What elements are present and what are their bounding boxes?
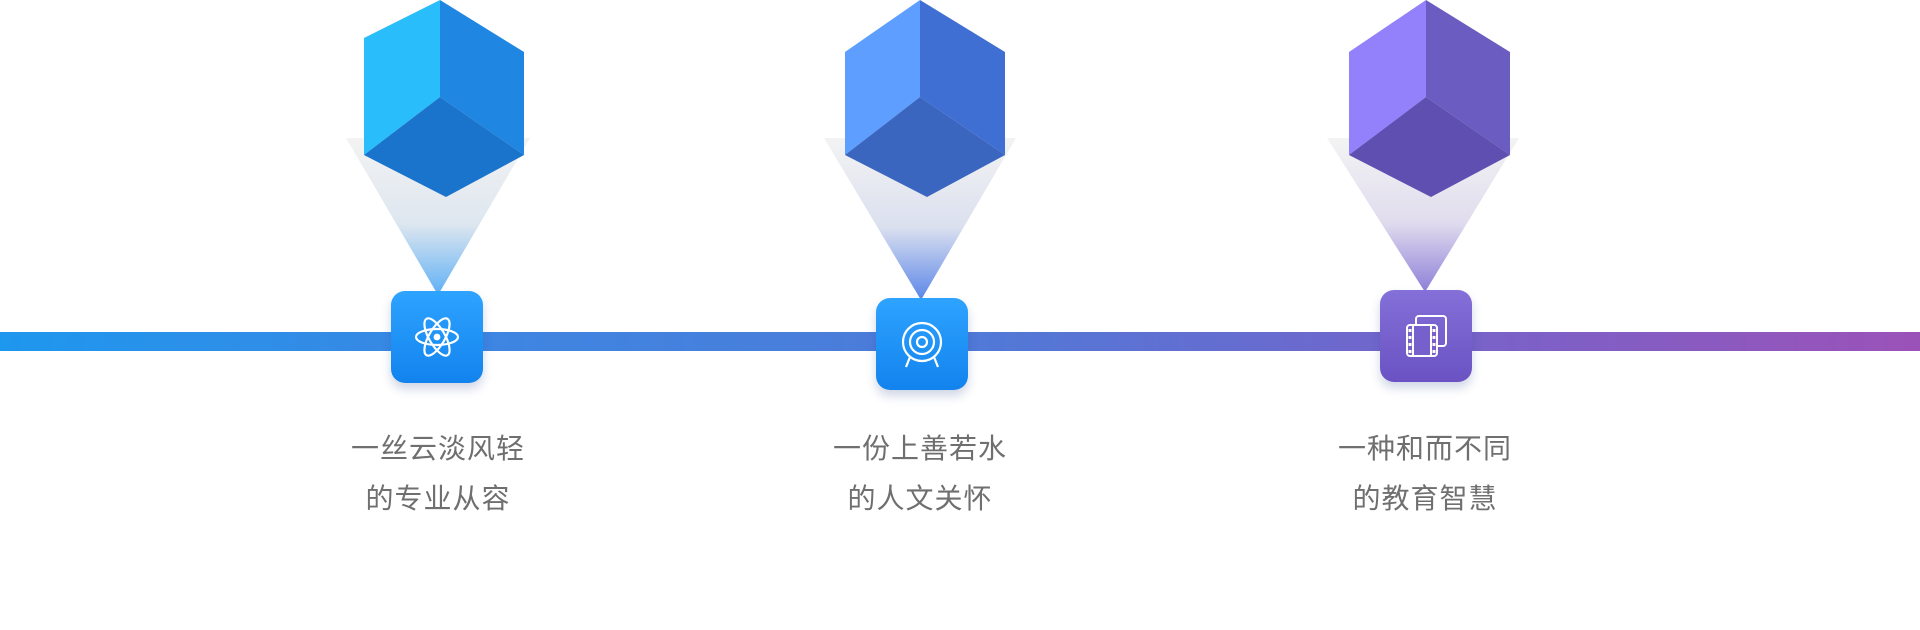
caption-line-1: 一份上善若水 <box>832 432 1007 465</box>
cube-icon <box>824 0 1016 300</box>
cube-icon <box>1327 0 1519 292</box>
caption-line-1: 一丝云淡风轻 <box>350 432 525 465</box>
target-node-button[interactable] <box>876 298 968 390</box>
milestone-3: 一种和而不同 的教育智慧 <box>1305 0 1545 630</box>
caption-line-1: 一种和而不同 <box>1337 432 1512 465</box>
target-icon <box>901 321 943 368</box>
milestone-caption: 一丝云淡风轻 的专业从容 <box>318 424 558 524</box>
milestone-caption: 一种和而不同 的教育智慧 <box>1305 424 1545 524</box>
milestone-2: 一份上善若水 的人文关怀 <box>800 0 1040 630</box>
cube-icon <box>346 0 530 295</box>
milestone-caption: 一份上善若水 的人文关怀 <box>800 424 1040 524</box>
milestone-1: 一丝云淡风轻 的专业从容 <box>318 0 558 630</box>
film-frames-icon <box>1406 315 1447 357</box>
atom-node-button[interactable] <box>391 291 483 383</box>
film-node-button[interactable] <box>1380 290 1472 382</box>
caption-line-2: 的专业从容 <box>365 482 511 515</box>
atom-icon <box>414 317 460 357</box>
caption-line-2: 的教育智慧 <box>1352 482 1498 515</box>
caption-line-2: 的人文关怀 <box>847 482 993 515</box>
